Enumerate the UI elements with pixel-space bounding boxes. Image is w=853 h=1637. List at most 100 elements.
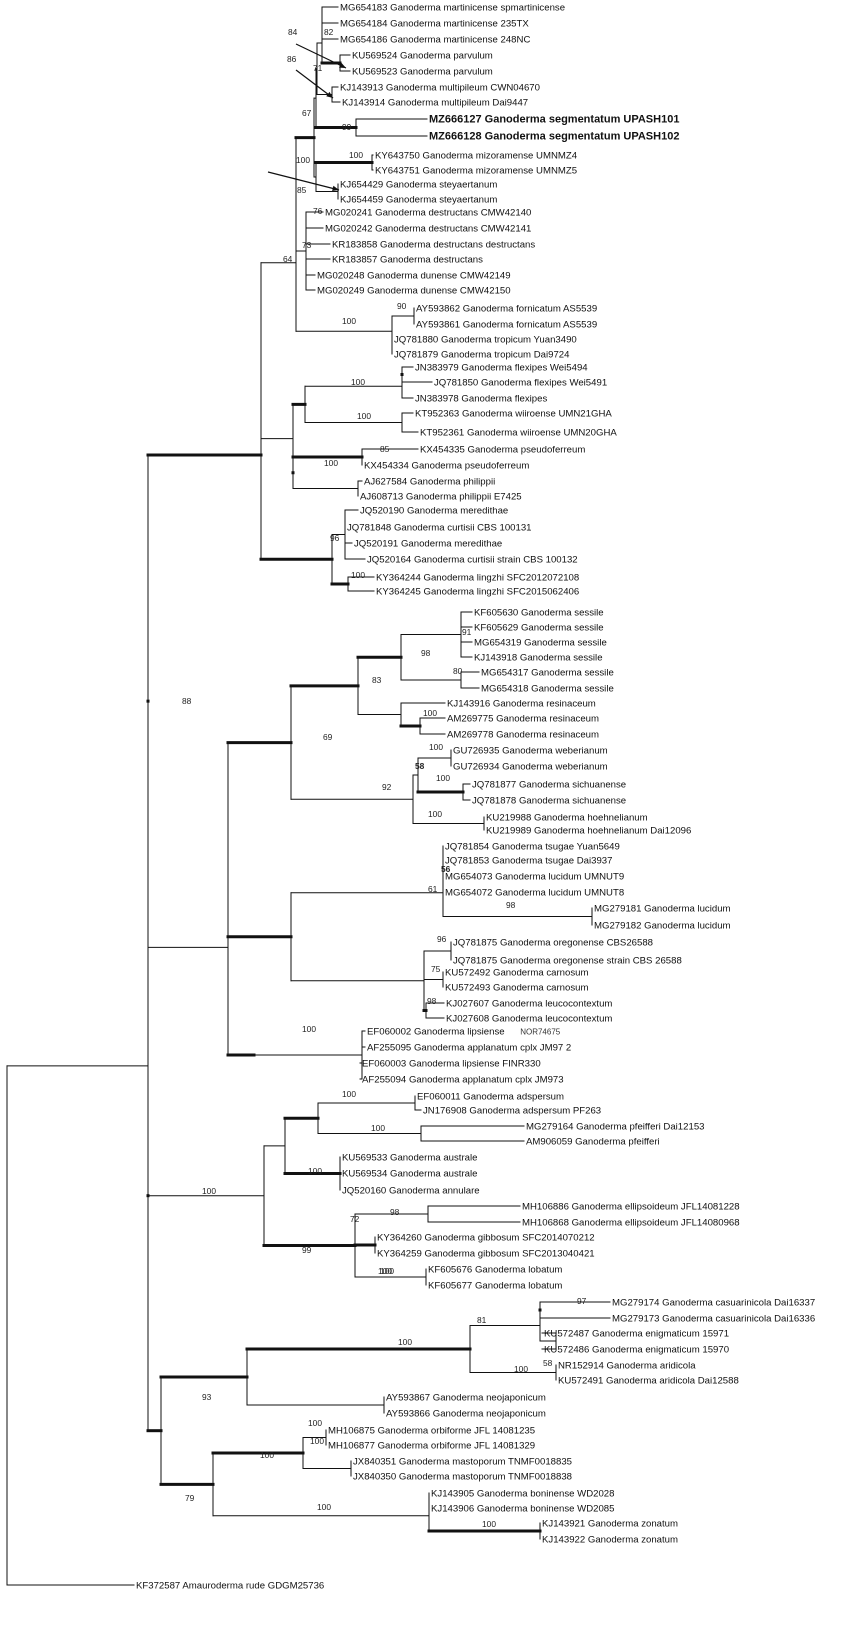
taxon-label: JN383978 Ganoderma flexipes [415, 394, 547, 405]
bootstrap-value: 71 [313, 63, 323, 73]
taxon-label: KU569523 Ganoderma parvulum [352, 67, 493, 78]
taxon-label: MG654318 Ganoderma sessile [481, 684, 614, 695]
highlight-arrows [267, 43, 347, 192]
bootstrap-value: 100 [429, 742, 443, 752]
bootstrap-value: 100 [349, 150, 363, 160]
arrow-multipileum [295, 69, 334, 99]
bootstrap-value: 100 [302, 1024, 316, 1034]
taxon-label: KJ654459 Ganoderma steyaertanum [340, 195, 497, 206]
bootstrap-value: 76 [313, 206, 323, 216]
bootstrap-value: 98 [506, 900, 516, 910]
taxon-label: NR152914 Ganoderma aridicola [558, 1361, 696, 1372]
bootstrap-value: 100 [428, 809, 442, 819]
arrow-multipileum-head [326, 91, 333, 98]
taxon-label: KU569524 Ganoderma parvulum [352, 51, 493, 62]
bootstrap-value: 85 [297, 185, 307, 195]
taxon-label: MG654317 Ganoderma sessile [481, 668, 614, 679]
taxon-label: GU726934 Ganoderma weberianum [453, 762, 608, 773]
bootstrap-value: 90 [397, 301, 407, 311]
taxon-label: KU572486 Ganoderma enigmaticum 15970 [544, 1345, 729, 1356]
taxon-label: KJ143914 Ganoderma multipileum Dai9447 [342, 98, 528, 109]
taxon-label: KY364259 Ganoderma gibbosum SFC201304042… [377, 1249, 595, 1260]
taxon-label: MH106868 Ganoderma ellipsoideum JFL14080… [522, 1218, 740, 1229]
taxon-label: JX840350 Ganoderma mastoporum TNMF001883… [353, 1472, 572, 1483]
taxon-label: MG020248 Ganoderma dunense CMW42149 [317, 271, 511, 282]
tree-branches [6, 6, 611, 1586]
taxon-label: KU572487 Ganoderma enigmaticum 15971 [544, 1329, 729, 1340]
taxon-label: JQ781877 Ganoderma sichuanense [472, 780, 626, 791]
bootstrap-value: 64 [283, 254, 293, 264]
taxon-labels: MG654183 Ganoderma martinicense spmartin… [136, 3, 815, 1592]
bootstrap-value: 100 [482, 1519, 496, 1529]
taxon-label: JX840351 Ganoderma mastoporum TNMF001883… [353, 1457, 572, 1468]
bootstrap-value: 97 [577, 1296, 587, 1306]
taxon-label: KJ143916 Ganoderma resinaceum [447, 699, 596, 710]
bootstrap-value: 91 [462, 627, 472, 637]
bootstrap-value: 67 [302, 108, 312, 118]
taxon-label: KR183858 Ganoderma destructans destructa… [332, 240, 535, 251]
taxon-label: MG279164 Ganoderma pfeifferi Dai12153 [526, 1122, 705, 1133]
taxon-label: EF060003 Ganoderma lipsiense FINR330 [362, 1059, 541, 1070]
bootstrap-value: 82 [324, 27, 334, 37]
taxon-label: JQ781854 Ganoderma tsugae Yuan5649 [445, 842, 620, 853]
bootstrap-value: 100 [436, 773, 450, 783]
taxon-label: KU219989 Ganoderma hoehnelianum Dai12096 [486, 826, 691, 837]
taxon-label: KU572492 Ganoderma carnosum [445, 968, 588, 979]
taxon-label: JN176908 Ganoderma adspersum PF263 [423, 1106, 601, 1117]
taxon-label: KJ143918 Ganoderma sessile [474, 653, 603, 664]
taxon-label: AY593861 Ganoderma fornicatum AS5539 [416, 320, 597, 331]
taxon-label: MG020249 Ganoderma dunense CMW42150 [317, 286, 511, 297]
bootstrap-value: 69 [323, 732, 333, 742]
taxon-label: KF605677 Ganoderma lobatum [428, 1281, 562, 1292]
bootstrap-value: 98 [427, 996, 437, 1006]
bootstrap-value: 99 [302, 1245, 312, 1255]
bootstrap-value: 100 [310, 1436, 324, 1446]
taxon-label: KJ143913 Ganoderma multipileum CWN04670 [340, 83, 540, 94]
taxon-label: JN383979 Ganoderma flexipes Wei5494 [415, 363, 588, 374]
bootstrap-value: 93 [202, 1392, 212, 1402]
bootstrap-value: 100 [514, 1364, 528, 1374]
taxon-label: AY593866 Ganoderma neojaponicum [386, 1409, 546, 1420]
taxon-label: AJ627584 Ganoderma philippii [364, 477, 495, 488]
bootstrap-value: 100 [342, 316, 356, 326]
taxon-label: KJ143921 Ganoderma zonatum [542, 1519, 678, 1530]
bootstrap-value: 100 [351, 570, 365, 580]
taxon-label: MG654072 Ganoderma lucidum UMNUT8 [445, 888, 624, 899]
taxon-label: JQ781878 Ganoderma sichuanense [472, 796, 626, 807]
taxon-label: AJ608713 Ganoderma philippii E7425 [360, 492, 522, 503]
bootstrap-value: 92 [382, 782, 392, 792]
bootstrap-value: 96 [330, 533, 340, 543]
bootstrap-value: 56 [441, 864, 451, 874]
taxon-label: KX454334 Ganoderma pseudoferreum [364, 461, 529, 472]
bootstrap-value: 98 [390, 1207, 400, 1217]
bootstrap-value: 100 [351, 377, 365, 387]
taxon-label: AY593867 Ganoderma neojaponicum [386, 1393, 546, 1404]
bootstrap-value: 98 [421, 648, 431, 658]
taxon-label: EF060002 Ganoderma lipsiense [367, 1027, 505, 1038]
taxon-label: MH106875 Ganoderma orbiforme JFL 1408123… [328, 1426, 535, 1437]
taxon-label: MG279181 Ganoderma lucidum [594, 904, 731, 915]
taxon-label: MG654073 Ganoderma lucidum UMNUT9 [445, 872, 624, 883]
taxon-label: KY643750 Ganoderma mizoramense UMNMZ4 [375, 151, 578, 162]
taxon-label: MG654183 Ganoderma martinicense spmartin… [340, 3, 565, 14]
taxon-label: EF060011 Ganoderma adspersum [417, 1092, 564, 1103]
taxon-label: KU569533 Ganoderma australe [342, 1153, 477, 1164]
bootstrap-value: 100 [308, 1418, 322, 1428]
bootstrap-value: 100 [378, 1266, 392, 1276]
bootstrap-value: 100 [371, 1123, 385, 1133]
bootstrap-value: 100 [398, 1337, 412, 1347]
taxon-label: KY364244 Ganoderma lingzhi SFC2012072108 [376, 573, 579, 584]
taxon-label: MG654186 Ganoderma martinicense 248NC [340, 35, 530, 46]
taxon-label: KY364245 Ganoderma lingzhi SFC2015062406 [376, 587, 579, 598]
bootstrap-value: 100 [324, 458, 338, 468]
taxon-label: KU569534 Ganoderma australe [342, 1169, 477, 1180]
bootstrap-value: 96 [437, 934, 447, 944]
taxon-label: KT952363 Ganoderma wiiroense UMN21GHA [415, 409, 612, 420]
taxon-label: MH106877 Ganoderma orbiforme JFL 1408132… [328, 1441, 535, 1452]
taxon-label: AY593862 Ganoderma fornicatum AS5539 [416, 304, 597, 315]
arrow-parvulum-head [339, 62, 346, 68]
arrow-steyaertanum-head [332, 185, 339, 192]
taxon-label: KF372587 Amauroderma rude GDGM25736 [136, 1581, 324, 1592]
